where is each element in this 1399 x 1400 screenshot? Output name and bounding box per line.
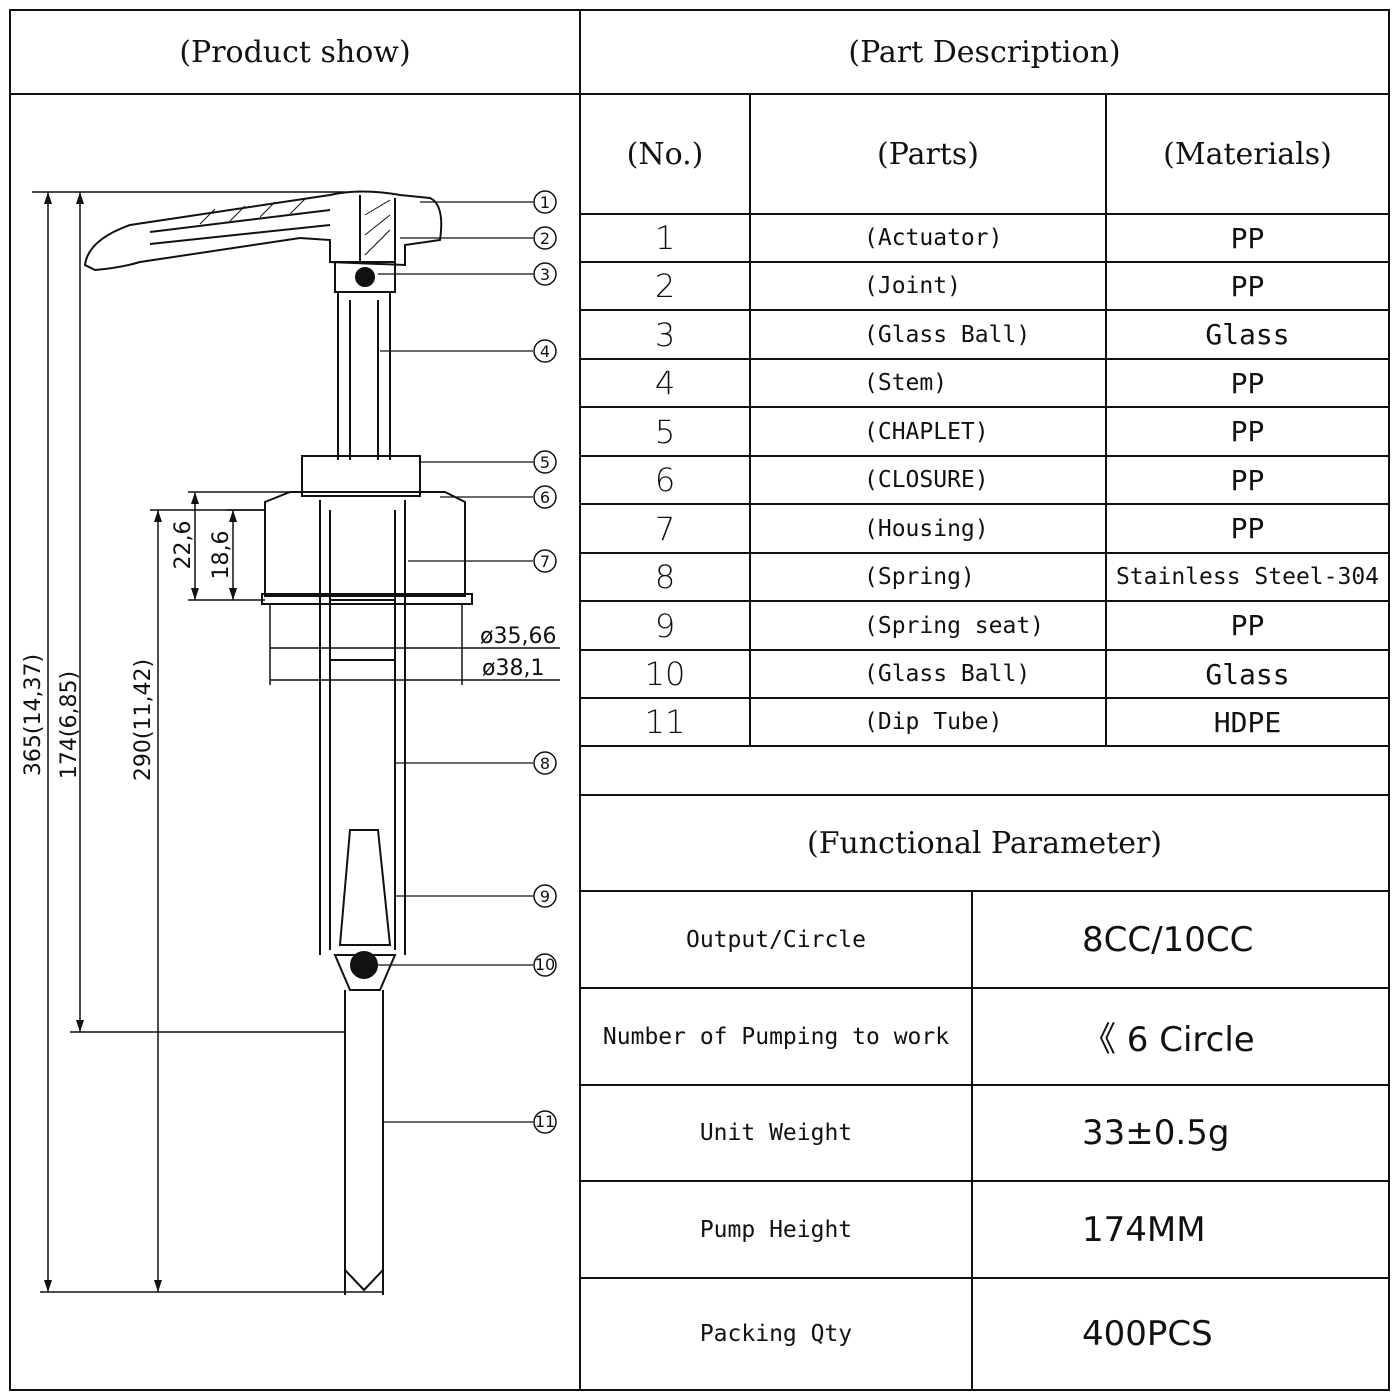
callout-10: 10 <box>535 955 555 974</box>
dim-overall: 365(14,37) <box>21 654 46 776</box>
part-material: PP <box>1230 269 1265 303</box>
part-name: (CHAPLET) <box>864 418 989 445</box>
product-show-header: (Product show) <box>179 34 411 70</box>
part-name: (Actuator) <box>864 225 1003 251</box>
column-header-no: (No.) <box>626 136 704 172</box>
pump-technical-drawing: 1 2 3 4 5 6 7 8 9 10 11 365(14,37) 174(6… <box>21 190 560 1295</box>
part-name: (Spring) <box>864 564 975 590</box>
callout-9: 9 <box>540 887 550 906</box>
part-description-header: (Part Description) <box>848 34 1121 70</box>
part-no: 11 <box>644 703 686 741</box>
param-value: 8CC/10CC <box>1082 919 1254 960</box>
part-no: 6 <box>654 461 676 499</box>
callout-2: 2 <box>540 229 550 248</box>
part-no: 3 <box>654 315 676 354</box>
dim-closure-outer: 22,6 <box>171 521 196 570</box>
dim-closure-inner: 18,6 <box>209 531 234 580</box>
param-value: 33±0.5g <box>1082 1113 1230 1153</box>
param-label: Packing Qty <box>699 1321 853 1347</box>
functional-parameter-header: (Functional Parameter) <box>806 825 1163 861</box>
part-name: (Spring seat) <box>864 612 1045 639</box>
part-material: Glass <box>1205 657 1290 691</box>
callout-1: 1 <box>540 193 550 212</box>
part-name: (Glass Ball) <box>864 661 1031 687</box>
column-header-materials: (Materials) <box>1163 136 1332 172</box>
part-no: 10 <box>644 655 686 693</box>
part-no: 9 <box>654 606 676 645</box>
callout-4: 4 <box>540 342 550 361</box>
part-no: 2 <box>654 267 676 305</box>
part-no: 5 <box>654 412 676 451</box>
param-value: 174MM <box>1082 1209 1206 1250</box>
dim-tube: 290(11,42) <box>131 659 156 781</box>
part-name: (CLOSURE) <box>864 467 989 493</box>
param-label: Output/Circle <box>685 926 866 953</box>
part-name: (Glass Ball) <box>864 321 1031 348</box>
part-no: 7 <box>654 509 676 548</box>
param-value: 400PCS <box>1082 1314 1213 1354</box>
part-material: PP <box>1230 463 1265 497</box>
part-material: PP <box>1230 366 1265 400</box>
param-label: Unit Weight <box>699 1120 853 1146</box>
param-label: Pump Height <box>699 1216 853 1243</box>
callout-7: 7 <box>540 552 550 571</box>
callout-6: 6 <box>540 488 550 507</box>
part-material: PP <box>1230 415 1265 448</box>
part-material: PP <box>1230 512 1265 545</box>
part-material: Stainless Steel-304 <box>1115 564 1380 590</box>
column-header-parts: (Parts) <box>877 136 979 172</box>
part-material: HDPE <box>1213 705 1282 739</box>
param-label: Number of Pumping to work <box>602 1023 950 1050</box>
part-name: (Dip Tube) <box>864 709 1003 735</box>
part-material: PP <box>1230 609 1265 642</box>
part-name: (Housing) <box>864 515 989 542</box>
dim-diameter-inner: ø35,66 <box>480 624 556 649</box>
callout-8: 8 <box>540 754 550 773</box>
part-no: 4 <box>654 364 676 402</box>
part-material: Glass <box>1205 318 1290 351</box>
callout-11: 11 <box>535 1112 555 1131</box>
part-no: 8 <box>654 558 676 596</box>
actuator-shape <box>83 190 443 272</box>
part-name: (Joint) <box>864 273 961 299</box>
dim-diameter-outer: ø38,1 <box>482 656 544 681</box>
spring-seat-shape <box>338 829 392 946</box>
callout-3: 3 <box>540 265 550 284</box>
callout-5: 5 <box>540 453 550 472</box>
part-name: (Stem) <box>864 370 948 396</box>
part-material: PP <box>1230 221 1265 255</box>
closure-shape <box>264 491 466 597</box>
param-value: 《 6 Circle <box>1082 1020 1255 1060</box>
part-no: 1 <box>654 219 676 257</box>
dim-pump: 174(6,85) <box>57 671 82 779</box>
